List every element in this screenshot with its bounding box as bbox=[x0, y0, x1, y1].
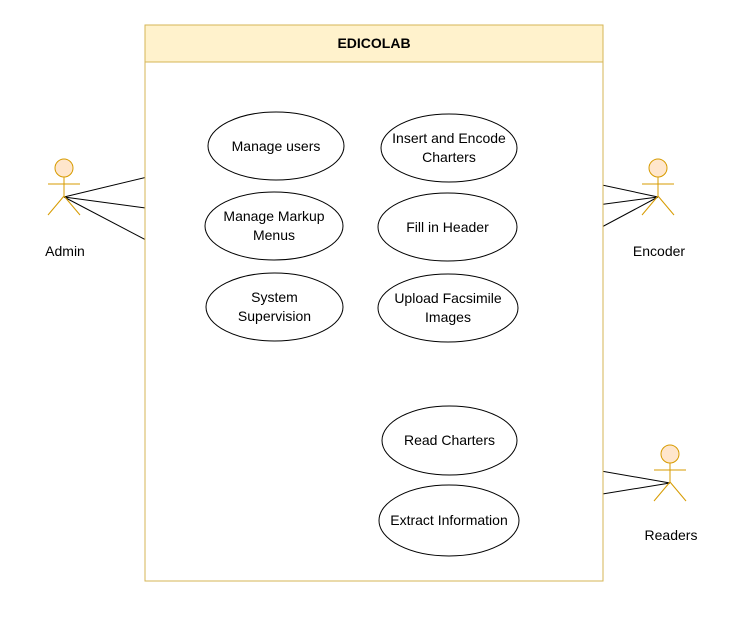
use-case-label: Read Charters bbox=[403, 432, 496, 448]
use-case-label: System Supervision bbox=[237, 289, 312, 324]
use-case-ellipse bbox=[378, 484, 520, 557]
actor-label-admin: Admin bbox=[45, 242, 85, 259]
system-title: EDICOLAB bbox=[337, 35, 411, 51]
actor-label-readers: Readers bbox=[644, 526, 698, 543]
use-case-ellipse bbox=[207, 111, 345, 181]
use-case-ellipse bbox=[380, 113, 518, 183]
use-case-label: Upload Facsimile Images bbox=[394, 290, 502, 325]
actor-encoder-figure bbox=[641, 158, 675, 216]
system-header bbox=[144, 24, 604, 63]
use-case-ellipse bbox=[205, 272, 344, 342]
use-case-label: Fill in Header bbox=[406, 218, 489, 235]
use-case-ellipse bbox=[204, 191, 344, 261]
use-case-label: Insert and Encode Charters bbox=[392, 130, 506, 165]
use-case-label: Manage users bbox=[231, 137, 321, 154]
use-case-ellipse bbox=[377, 192, 518, 262]
actor-label-encoder: Encoder bbox=[632, 242, 686, 259]
actor-admin-figure bbox=[47, 158, 81, 216]
actor-readers-figure bbox=[653, 444, 687, 502]
use-case-label: Manage Markup Menus bbox=[223, 208, 325, 243]
use-case-label: Extract Information bbox=[390, 512, 508, 528]
use-case-ellipse bbox=[381, 405, 518, 476]
use-case-ellipse bbox=[377, 273, 519, 343]
